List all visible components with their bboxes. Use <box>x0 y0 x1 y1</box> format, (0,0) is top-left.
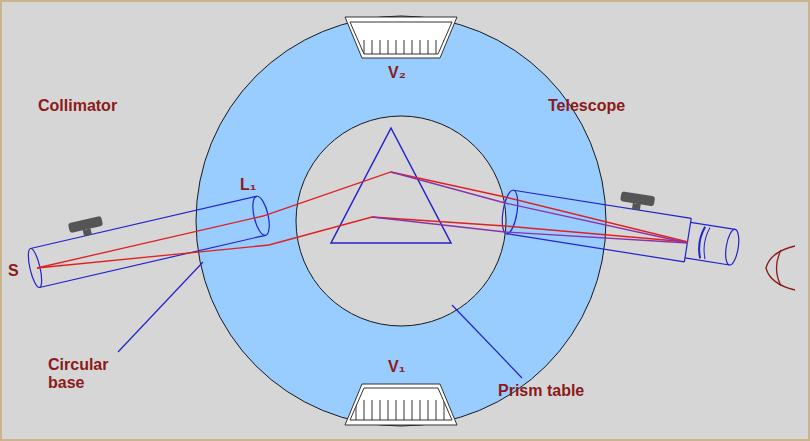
collimator-tube <box>22 179 272 288</box>
part-name: Collimator <box>38 97 117 115</box>
part-name: Prism table <box>498 382 584 400</box>
prism <box>331 128 451 243</box>
light-rays <box>37 172 688 268</box>
part-name: V₂ <box>388 64 406 82</box>
eye <box>766 246 795 290</box>
leader-line <box>118 262 203 352</box>
part-name: Circular base <box>48 356 128 392</box>
part-name: V₁ <box>388 358 405 376</box>
part-name: L₁ <box>240 176 256 194</box>
telescope-tube <box>500 173 744 269</box>
part-name: Telescope <box>548 97 625 115</box>
prism-table <box>296 116 506 326</box>
part-name: S <box>8 262 19 280</box>
circular-base <box>196 16 606 426</box>
vernier-top <box>345 17 457 58</box>
leader-line <box>452 305 522 378</box>
vernier-bottom <box>345 384 457 425</box>
